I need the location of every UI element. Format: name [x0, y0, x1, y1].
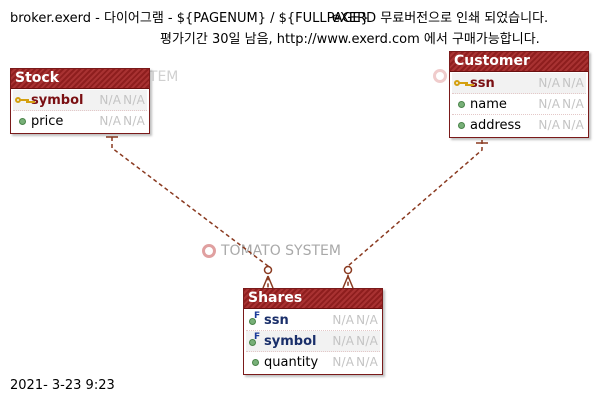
attribute-dot-icon	[452, 100, 470, 108]
watermark-center: TOMATO SYSTEM	[202, 243, 341, 259]
column-name: ssn	[470, 75, 495, 91]
column-domain: N/A	[562, 118, 584, 132]
column-type: N/A	[538, 76, 561, 90]
column-type: N/A	[332, 313, 355, 327]
zero-marker-stock-shares	[263, 265, 273, 275]
diagram-header-line1: broker.exerd - 다이어그램 - ${PAGENUM} / ${FU…	[10, 11, 369, 26]
entity-stock[interactable]: Stock symbol N/A N/A price N/A N/A	[10, 68, 150, 134]
column-domain: N/A	[562, 76, 584, 90]
column-row-symbol[interactable]: F symbol N/A N/A	[246, 331, 380, 352]
entity-title[interactable]: Customer	[450, 52, 588, 72]
column-name: ssn	[264, 312, 289, 328]
entity-customer[interactable]: Customer ssn N/A N/A name N/A N/A addres…	[449, 51, 589, 138]
column-type: N/A	[99, 93, 122, 107]
foreign-key-icon: F	[246, 332, 264, 347]
attribute-dot-icon	[13, 117, 31, 125]
column-row-quantity[interactable]: quantity N/A N/A	[246, 352, 380, 372]
column-name: symbol	[31, 92, 84, 108]
column-domain: N/A	[356, 355, 378, 369]
watermark-text: TOMATO SYSTEM	[221, 243, 341, 259]
tomato-logo-icon	[202, 244, 216, 258]
watermark-logo-icon	[433, 69, 447, 83]
print-timestamp: 2021- 3-23 9:23	[10, 378, 115, 393]
relationship-stock-shares	[111, 130, 269, 288]
many-marker-stock-shares-b	[267, 275, 274, 289]
column-domain: N/A	[356, 313, 378, 327]
column-row-price[interactable]: price N/A N/A	[13, 111, 147, 131]
entity-shares[interactable]: Shares F ssn N/A N/A F symbol N/A N/A qu…	[243, 288, 383, 375]
column-name: quantity	[264, 354, 319, 370]
column-domain: N/A	[123, 114, 145, 128]
column-type: N/A	[99, 114, 122, 128]
watermark-partial-right	[433, 69, 447, 83]
column-row-name[interactable]: name N/A N/A	[452, 94, 586, 115]
column-row-symbol[interactable]: symbol N/A N/A	[13, 90, 147, 111]
column-row-address[interactable]: address N/A N/A	[452, 115, 586, 135]
column-name: symbol	[264, 333, 317, 349]
attribute-dot-icon	[452, 121, 470, 129]
attribute-dot-icon	[246, 358, 264, 366]
many-marker-customer-shares-a	[342, 275, 349, 289]
entity-title[interactable]: Stock	[11, 69, 149, 89]
column-name: price	[31, 113, 64, 129]
column-type: N/A	[538, 97, 561, 111]
column-type: N/A	[538, 118, 561, 132]
many-marker-stock-shares-a	[262, 275, 269, 289]
column-type: N/A	[332, 355, 355, 369]
column-domain: N/A	[356, 334, 378, 348]
entity-title[interactable]: Shares	[244, 289, 382, 309]
column-type: N/A	[332, 334, 355, 348]
license-notice-overlay: eXERD 무료버전으로 인쇄 되었습니다.	[332, 11, 549, 26]
column-name: address	[470, 117, 522, 133]
relationship-customer-shares	[347, 133, 483, 288]
foreign-key-icon: F	[246, 311, 264, 326]
column-domain: N/A	[562, 97, 584, 111]
column-name: name	[470, 96, 507, 112]
column-row-ssn[interactable]: ssn N/A N/A	[452, 73, 586, 94]
zero-marker-customer-shares	[343, 265, 353, 275]
key-icon	[452, 79, 470, 87]
many-marker-customer-shares-b	[347, 275, 354, 289]
column-row-ssn[interactable]: F ssn N/A N/A	[246, 310, 380, 331]
license-notice-line2: 평가기간 30일 남음, http://www.exerd.com 에서 구매가…	[160, 32, 540, 47]
key-icon	[13, 96, 31, 104]
column-domain: N/A	[123, 93, 145, 107]
